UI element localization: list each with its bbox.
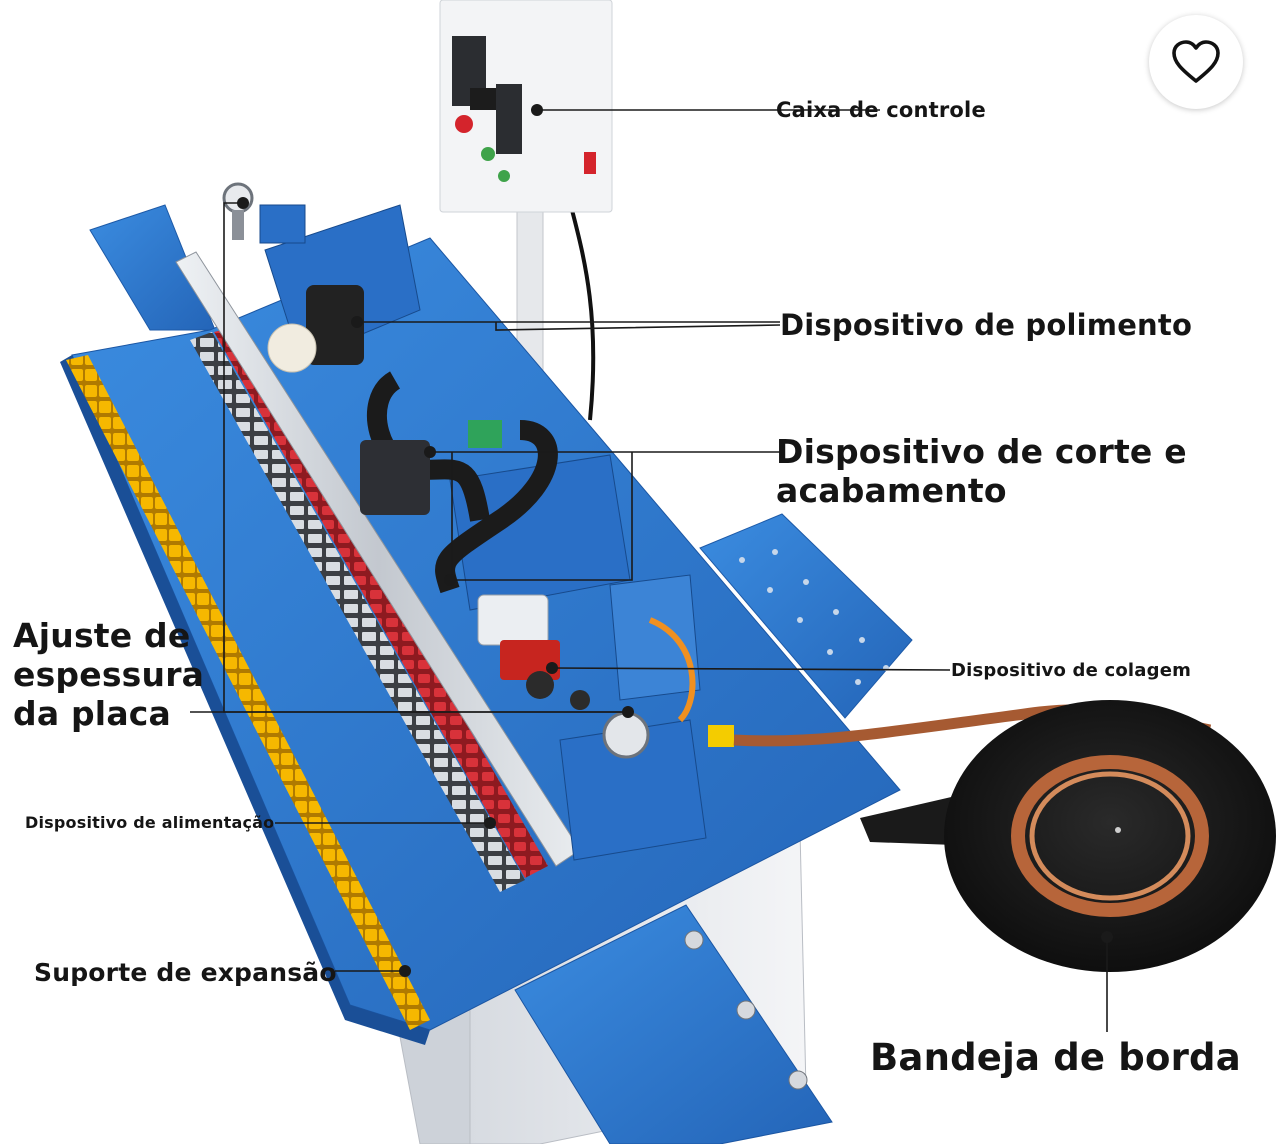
heart-icon (1172, 40, 1220, 83)
label-feeding-device: Dispositivo de alimentação (25, 813, 275, 832)
label-board-thickness-adjustment: Ajuste de espessura da placa (13, 616, 205, 733)
label-expansion-support: Suporte de expansão (34, 958, 337, 987)
label-gluing-device: Dispositivo de colagem (951, 660, 1192, 681)
label-polishing-device: Dispositivo de polimento (780, 308, 1193, 342)
favorite-button[interactable] (1149, 15, 1243, 109)
label-control-box: Caixa de controle (776, 98, 986, 122)
label-edge-tray: Bandeja de borda (870, 1036, 1241, 1079)
label-cutting-finishing-device: Dispositivo de corte e acabamento (776, 432, 1187, 510)
